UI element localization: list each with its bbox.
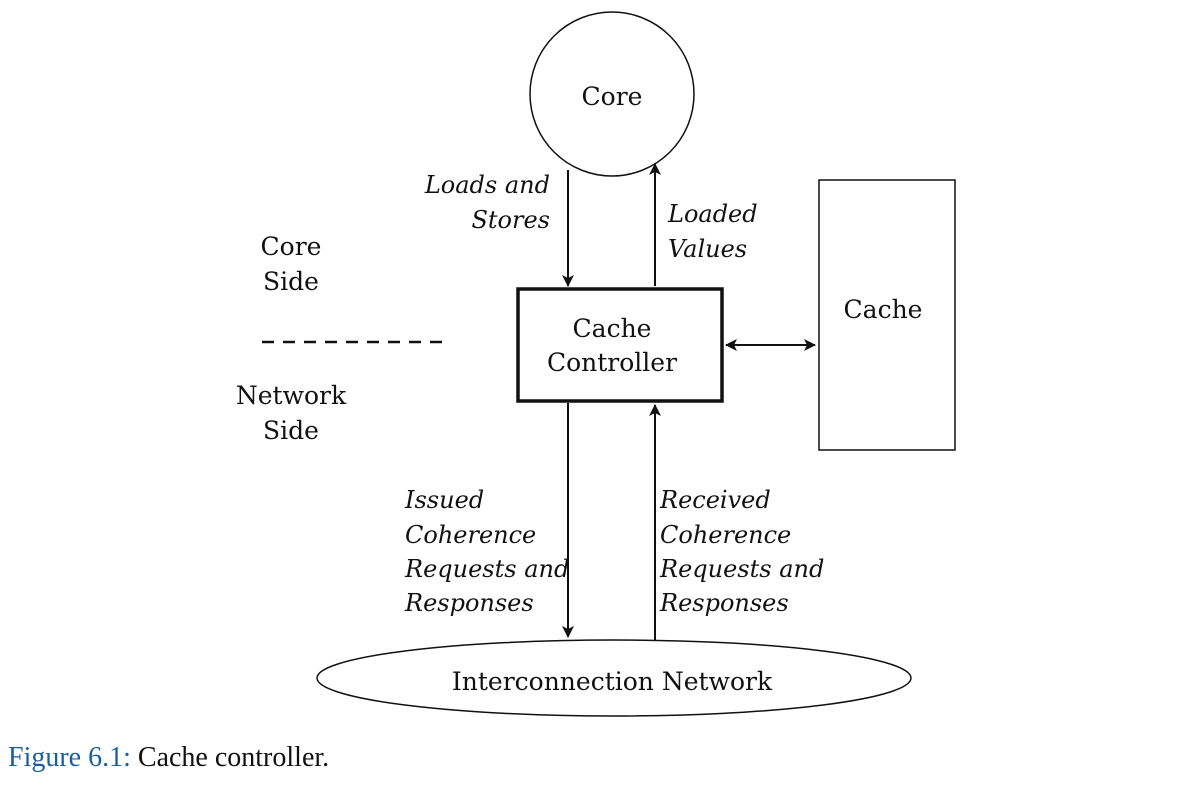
received-line3: Requests and bbox=[659, 555, 824, 583]
cache-label: Cache bbox=[844, 295, 923, 324]
controller-label-line2: Controller bbox=[547, 348, 677, 377]
received-line4: Responses bbox=[659, 589, 789, 617]
core-side-label: Core Side bbox=[261, 232, 322, 296]
loaded-values-line1: Loaded bbox=[667, 200, 758, 228]
figure-caption: Figure 6.1: Cache controller. bbox=[8, 742, 329, 774]
core-side-line1: Core bbox=[261, 232, 322, 261]
cache-controller-node: Cache Controller bbox=[516, 287, 724, 403]
network-node: Interconnection Network bbox=[316, 639, 912, 717]
network-side-line1: Network bbox=[236, 381, 347, 410]
loaded-values-label: Loaded Values bbox=[667, 200, 758, 263]
loads-stores-label: Loads and Stores bbox=[424, 171, 550, 234]
network-side-label: Network Side bbox=[236, 381, 347, 445]
received-line2: Coherence bbox=[660, 521, 791, 549]
figure-number: Figure 6.1: bbox=[8, 742, 131, 773]
issued-requests-label: Issued Coherence Requests and Responses bbox=[404, 486, 569, 617]
received-requests-label: Received Coherence Requests and Response… bbox=[659, 486, 824, 617]
network-label: Interconnection Network bbox=[452, 667, 773, 696]
loads-stores-line1: Loads and bbox=[424, 171, 550, 199]
issued-line1: Issued bbox=[404, 486, 484, 514]
core-node: Core bbox=[529, 11, 695, 177]
loaded-values-line2: Values bbox=[668, 235, 747, 263]
loads-stores-line2: Stores bbox=[471, 206, 550, 234]
controller-label-line1: Cache bbox=[573, 314, 652, 343]
issued-line4: Responses bbox=[404, 589, 534, 617]
received-line1: Received bbox=[659, 486, 771, 514]
issued-line2: Coherence bbox=[405, 521, 536, 549]
issued-line3: Requests and bbox=[404, 555, 569, 583]
cache-node: Cache bbox=[818, 179, 956, 451]
figure-caption-text: Cache controller. bbox=[130, 742, 330, 773]
core-side-line2: Side bbox=[263, 267, 319, 296]
network-side-line2: Side bbox=[263, 416, 319, 445]
core-label: Core bbox=[582, 82, 643, 111]
